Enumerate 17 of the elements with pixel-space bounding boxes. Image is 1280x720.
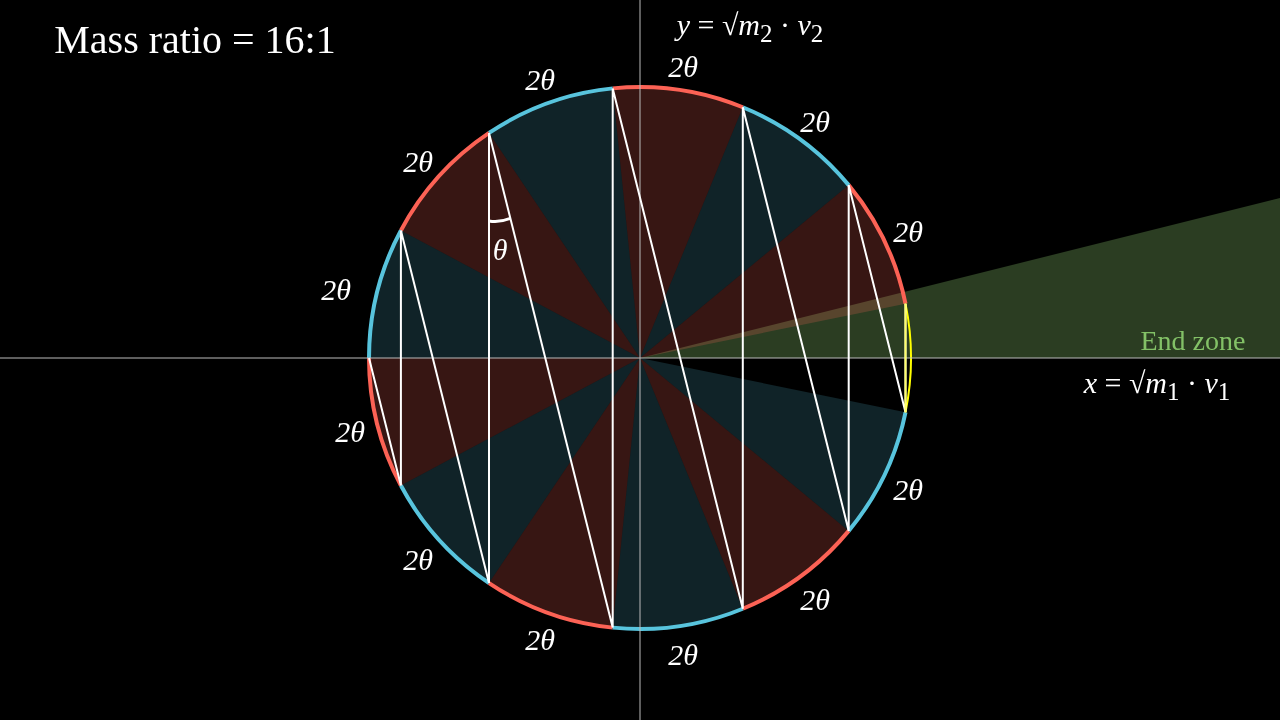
angle-label: 2θ bbox=[335, 417, 365, 447]
angle-label: 2θ bbox=[893, 475, 923, 505]
angle-label: 2θ bbox=[525, 65, 555, 95]
angle-label: 2θ bbox=[321, 275, 351, 305]
angle-label: 2θ bbox=[403, 147, 433, 177]
angle-label: 2θ bbox=[800, 585, 830, 615]
angle-label: 2θ bbox=[668, 52, 698, 82]
angle-label: 2θ bbox=[525, 625, 555, 655]
axis-label: x = √m$_{1}$ · v$_{1}$ bbox=[1083, 368, 1231, 404]
axis-label: y = √m$_{2}$ · v$_{2}$ bbox=[676, 10, 824, 46]
angle-label: 2θ bbox=[668, 640, 698, 670]
title-text: Mass ratio = 16:1 bbox=[54, 20, 336, 60]
zone-label: End zone bbox=[1140, 327, 1246, 355]
angle-label: 2θ bbox=[403, 545, 433, 575]
angle-label: 2θ bbox=[893, 217, 923, 247]
angle-label: 2θ bbox=[800, 107, 830, 137]
angle-label: θ bbox=[492, 235, 508, 265]
